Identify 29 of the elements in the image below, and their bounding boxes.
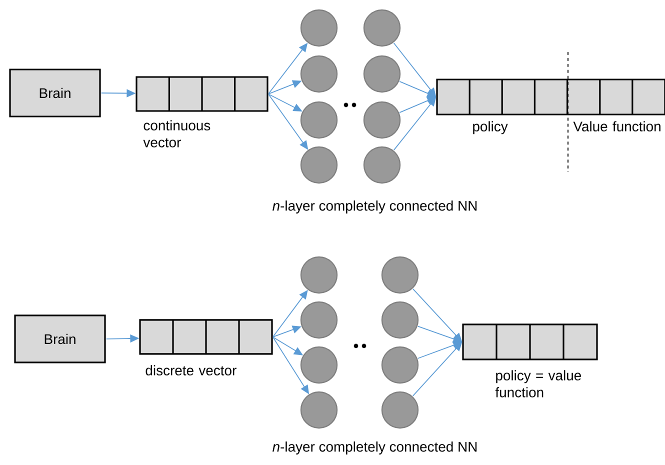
vector-bar	[436, 78, 665, 116]
neuron-circle	[381, 256, 419, 294]
neuron-circle	[300, 256, 338, 294]
neuron-circle	[363, 9, 401, 47]
vector-bar	[136, 76, 268, 112]
neuron-circle	[381, 301, 419, 339]
neuron-circle	[363, 55, 401, 93]
neuron-circle	[300, 346, 338, 384]
neuron-circle	[363, 101, 401, 139]
neuron-circle	[300, 146, 338, 184]
vector-caption: policy	[473, 121, 508, 134]
vector-bar	[462, 324, 598, 360]
neuron-circle	[300, 101, 338, 139]
layer-caption: n-layer completely connected NN	[272, 441, 477, 454]
neuron-circle	[300, 55, 338, 93]
neuron-circle	[300, 301, 338, 339]
neuron-circle	[381, 346, 419, 384]
neuron-circle	[300, 391, 338, 429]
neuron-circle	[363, 146, 401, 184]
vector-caption: continuous vector	[143, 120, 210, 148]
process-box: Brain	[9, 68, 101, 118]
neuron-circle	[381, 391, 419, 429]
vector-caption: Value function	[573, 121, 660, 132]
neuron-circle	[300, 9, 338, 47]
vector-bar	[139, 319, 273, 355]
layer-caption: n-layer completely connected NN	[272, 200, 477, 214]
vector-caption: policy = value function	[495, 370, 581, 398]
process-box: Brain	[14, 314, 106, 364]
vector-caption: discrete vector	[146, 365, 236, 376]
